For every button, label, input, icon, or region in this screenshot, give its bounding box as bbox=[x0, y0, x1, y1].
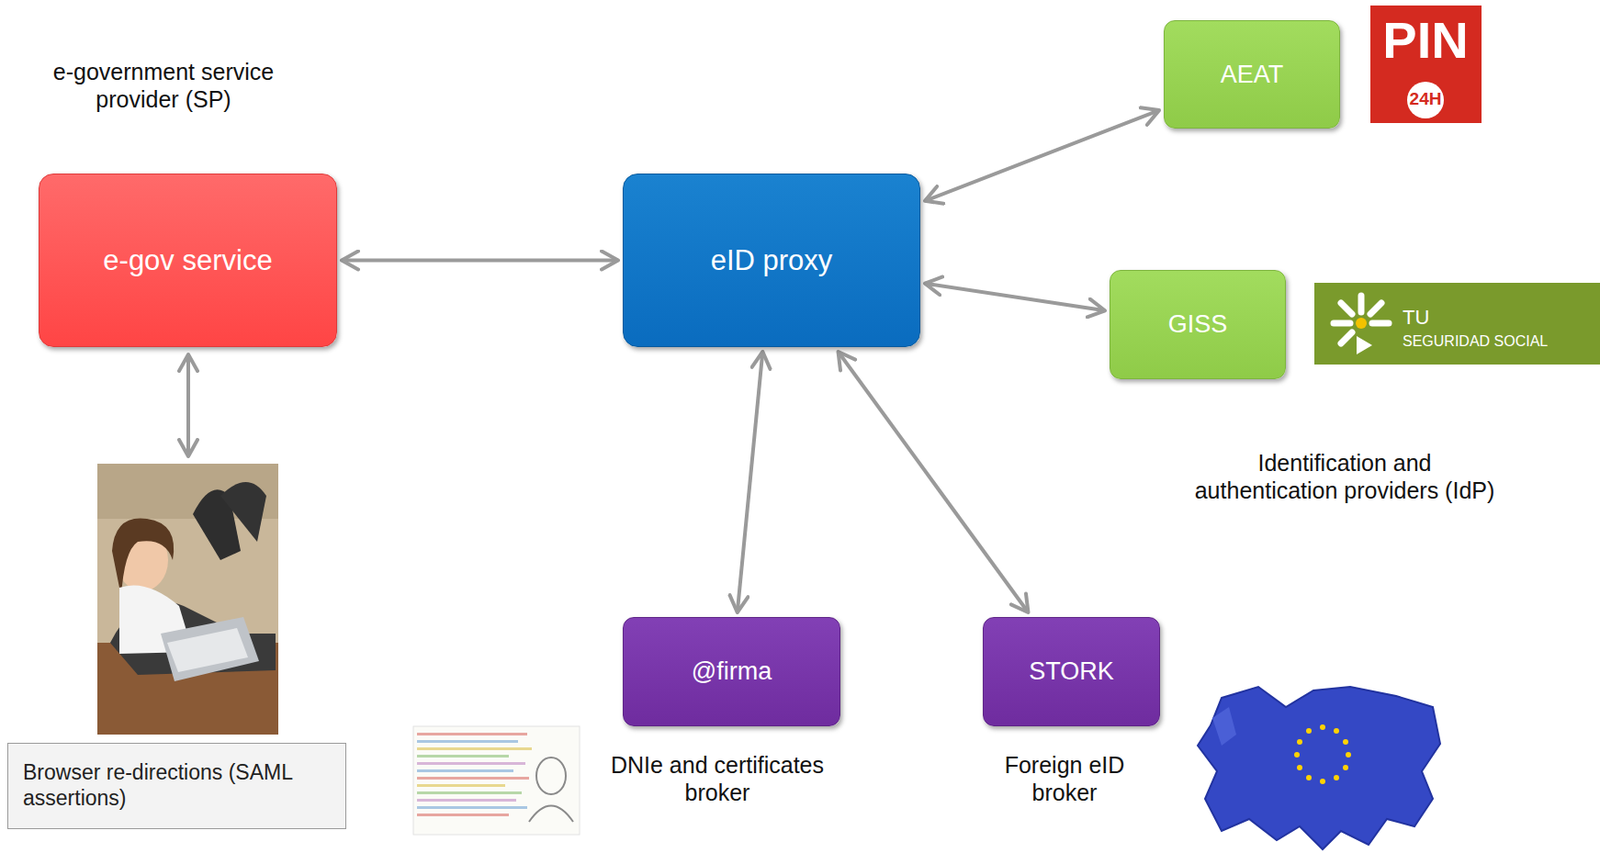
box-text: @firma bbox=[691, 656, 772, 687]
connector-arrow bbox=[737, 351, 764, 613]
role-label: e-government service provider (SP) bbox=[25, 57, 302, 113]
broker-box: STORK bbox=[982, 617, 1161, 727]
logo-text: PIN bbox=[1371, 9, 1480, 71]
seguridad-social-logo bbox=[1314, 282, 1600, 365]
user-photo bbox=[97, 463, 279, 735]
broker-box: @firma bbox=[622, 617, 841, 727]
idp-box: AEAT bbox=[1163, 20, 1341, 129]
role-label: Foreign eID broker bbox=[977, 751, 1152, 807]
connector-arrow bbox=[924, 283, 1105, 312]
pin-logo bbox=[1370, 5, 1482, 124]
role-label: DNIe and certificates broker bbox=[602, 751, 833, 807]
connector-arrow bbox=[341, 259, 619, 263]
connector-arrow bbox=[924, 110, 1160, 202]
idp-box: GISS bbox=[1109, 270, 1286, 380]
box-text: eID proxy bbox=[710, 243, 834, 278]
role-label: Identification and authentication provid… bbox=[1188, 449, 1501, 505]
box-text: GISS bbox=[1168, 309, 1229, 339]
box-text: Browser re-directions (SAML assertions) bbox=[22, 760, 331, 812]
logo-text: SEGURIDAD SOCIAL bbox=[1402, 332, 1596, 350]
user-arrow bbox=[186, 354, 191, 457]
dnie-card bbox=[413, 726, 580, 835]
logo-text: TU bbox=[1402, 305, 1458, 330]
box-text: AEAT bbox=[1220, 59, 1285, 90]
box-text: e-gov service bbox=[102, 243, 272, 278]
service-box: e-gov service bbox=[38, 173, 338, 348]
box-text: STORK bbox=[1028, 656, 1115, 687]
logo-text: 24H bbox=[1405, 89, 1446, 111]
europe-map bbox=[1197, 687, 1441, 850]
note-box: Browser re-directions (SAML assertions) bbox=[7, 743, 347, 830]
proxy-box: eID proxy bbox=[622, 173, 921, 348]
connector-arrow bbox=[838, 351, 1029, 613]
